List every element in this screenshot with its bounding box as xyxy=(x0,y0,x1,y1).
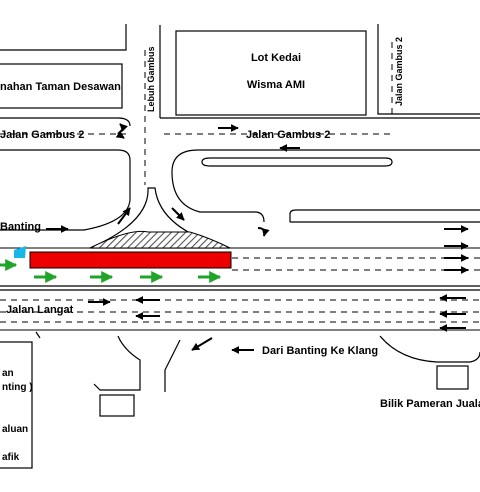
label-dari-banting: Dari Banting Ke Klang xyxy=(262,345,378,357)
road-edge-lower-left xyxy=(93,335,141,391)
road-edge-lower-mid xyxy=(164,339,181,392)
hatched-area xyxy=(89,230,231,249)
label-lot-kedai: Lot Kedai xyxy=(251,52,301,64)
road-edge-lower-right xyxy=(379,335,480,363)
label-wisma-ami: Wisma AMI xyxy=(247,79,305,91)
building-bilik-pameran xyxy=(436,365,469,390)
uturn-arrow xyxy=(257,227,270,237)
road-edge-gambus2-left-lower xyxy=(0,149,131,200)
uturn-gambus2 xyxy=(117,123,128,135)
label-lebuh-gambus: Lebuh Gambus xyxy=(146,46,156,112)
arrow-junction-down xyxy=(171,207,185,221)
label-jalan-gambus-2-vertical: Jalan Gambus 2 xyxy=(394,37,404,106)
legend-line-3: aluan xyxy=(2,424,28,435)
legend-box xyxy=(0,341,33,469)
label-bilik-pameran: Bilik Pameran Juala xyxy=(380,398,480,410)
building-small-left xyxy=(99,394,135,417)
arrow-lebuh-up xyxy=(117,207,131,225)
label-banting: Banting xyxy=(0,221,41,233)
legend-line-2: nting ) xyxy=(2,382,33,393)
arrows-green xyxy=(0,259,222,283)
median-island-gambus2 xyxy=(201,157,393,167)
road-edge-gambus2-right-lower xyxy=(171,149,480,223)
legend-line-1: an xyxy=(2,368,14,379)
legend-line-4: afik xyxy=(2,452,20,463)
road-edge-top-right xyxy=(377,24,480,115)
lane-closure xyxy=(29,251,232,269)
label-jalan-langat: Jalan Langat xyxy=(6,304,74,316)
road-edge-junction-left xyxy=(0,199,131,231)
arrow-lower-diag xyxy=(191,337,213,351)
label-jalan-gambus-2-left: Jalan Gambus 2 xyxy=(0,129,84,141)
small-triangle-mark xyxy=(35,331,41,339)
building-lot-kedai xyxy=(175,30,367,116)
cyan-marker xyxy=(14,246,26,258)
arrows-black xyxy=(46,123,469,354)
building-taman-desawan xyxy=(0,63,123,109)
road-edge-gambus2-left-upper xyxy=(0,117,131,127)
road-edge-top-left xyxy=(0,24,127,51)
road-edge-langat-top-right xyxy=(289,209,480,222)
label-taman-desawan: nahan Taman Desawan xyxy=(0,81,121,93)
uturn-gambus2-b xyxy=(115,130,125,139)
label-jalan-gambus-2-right: Jalan Gambus 2 xyxy=(246,129,330,141)
